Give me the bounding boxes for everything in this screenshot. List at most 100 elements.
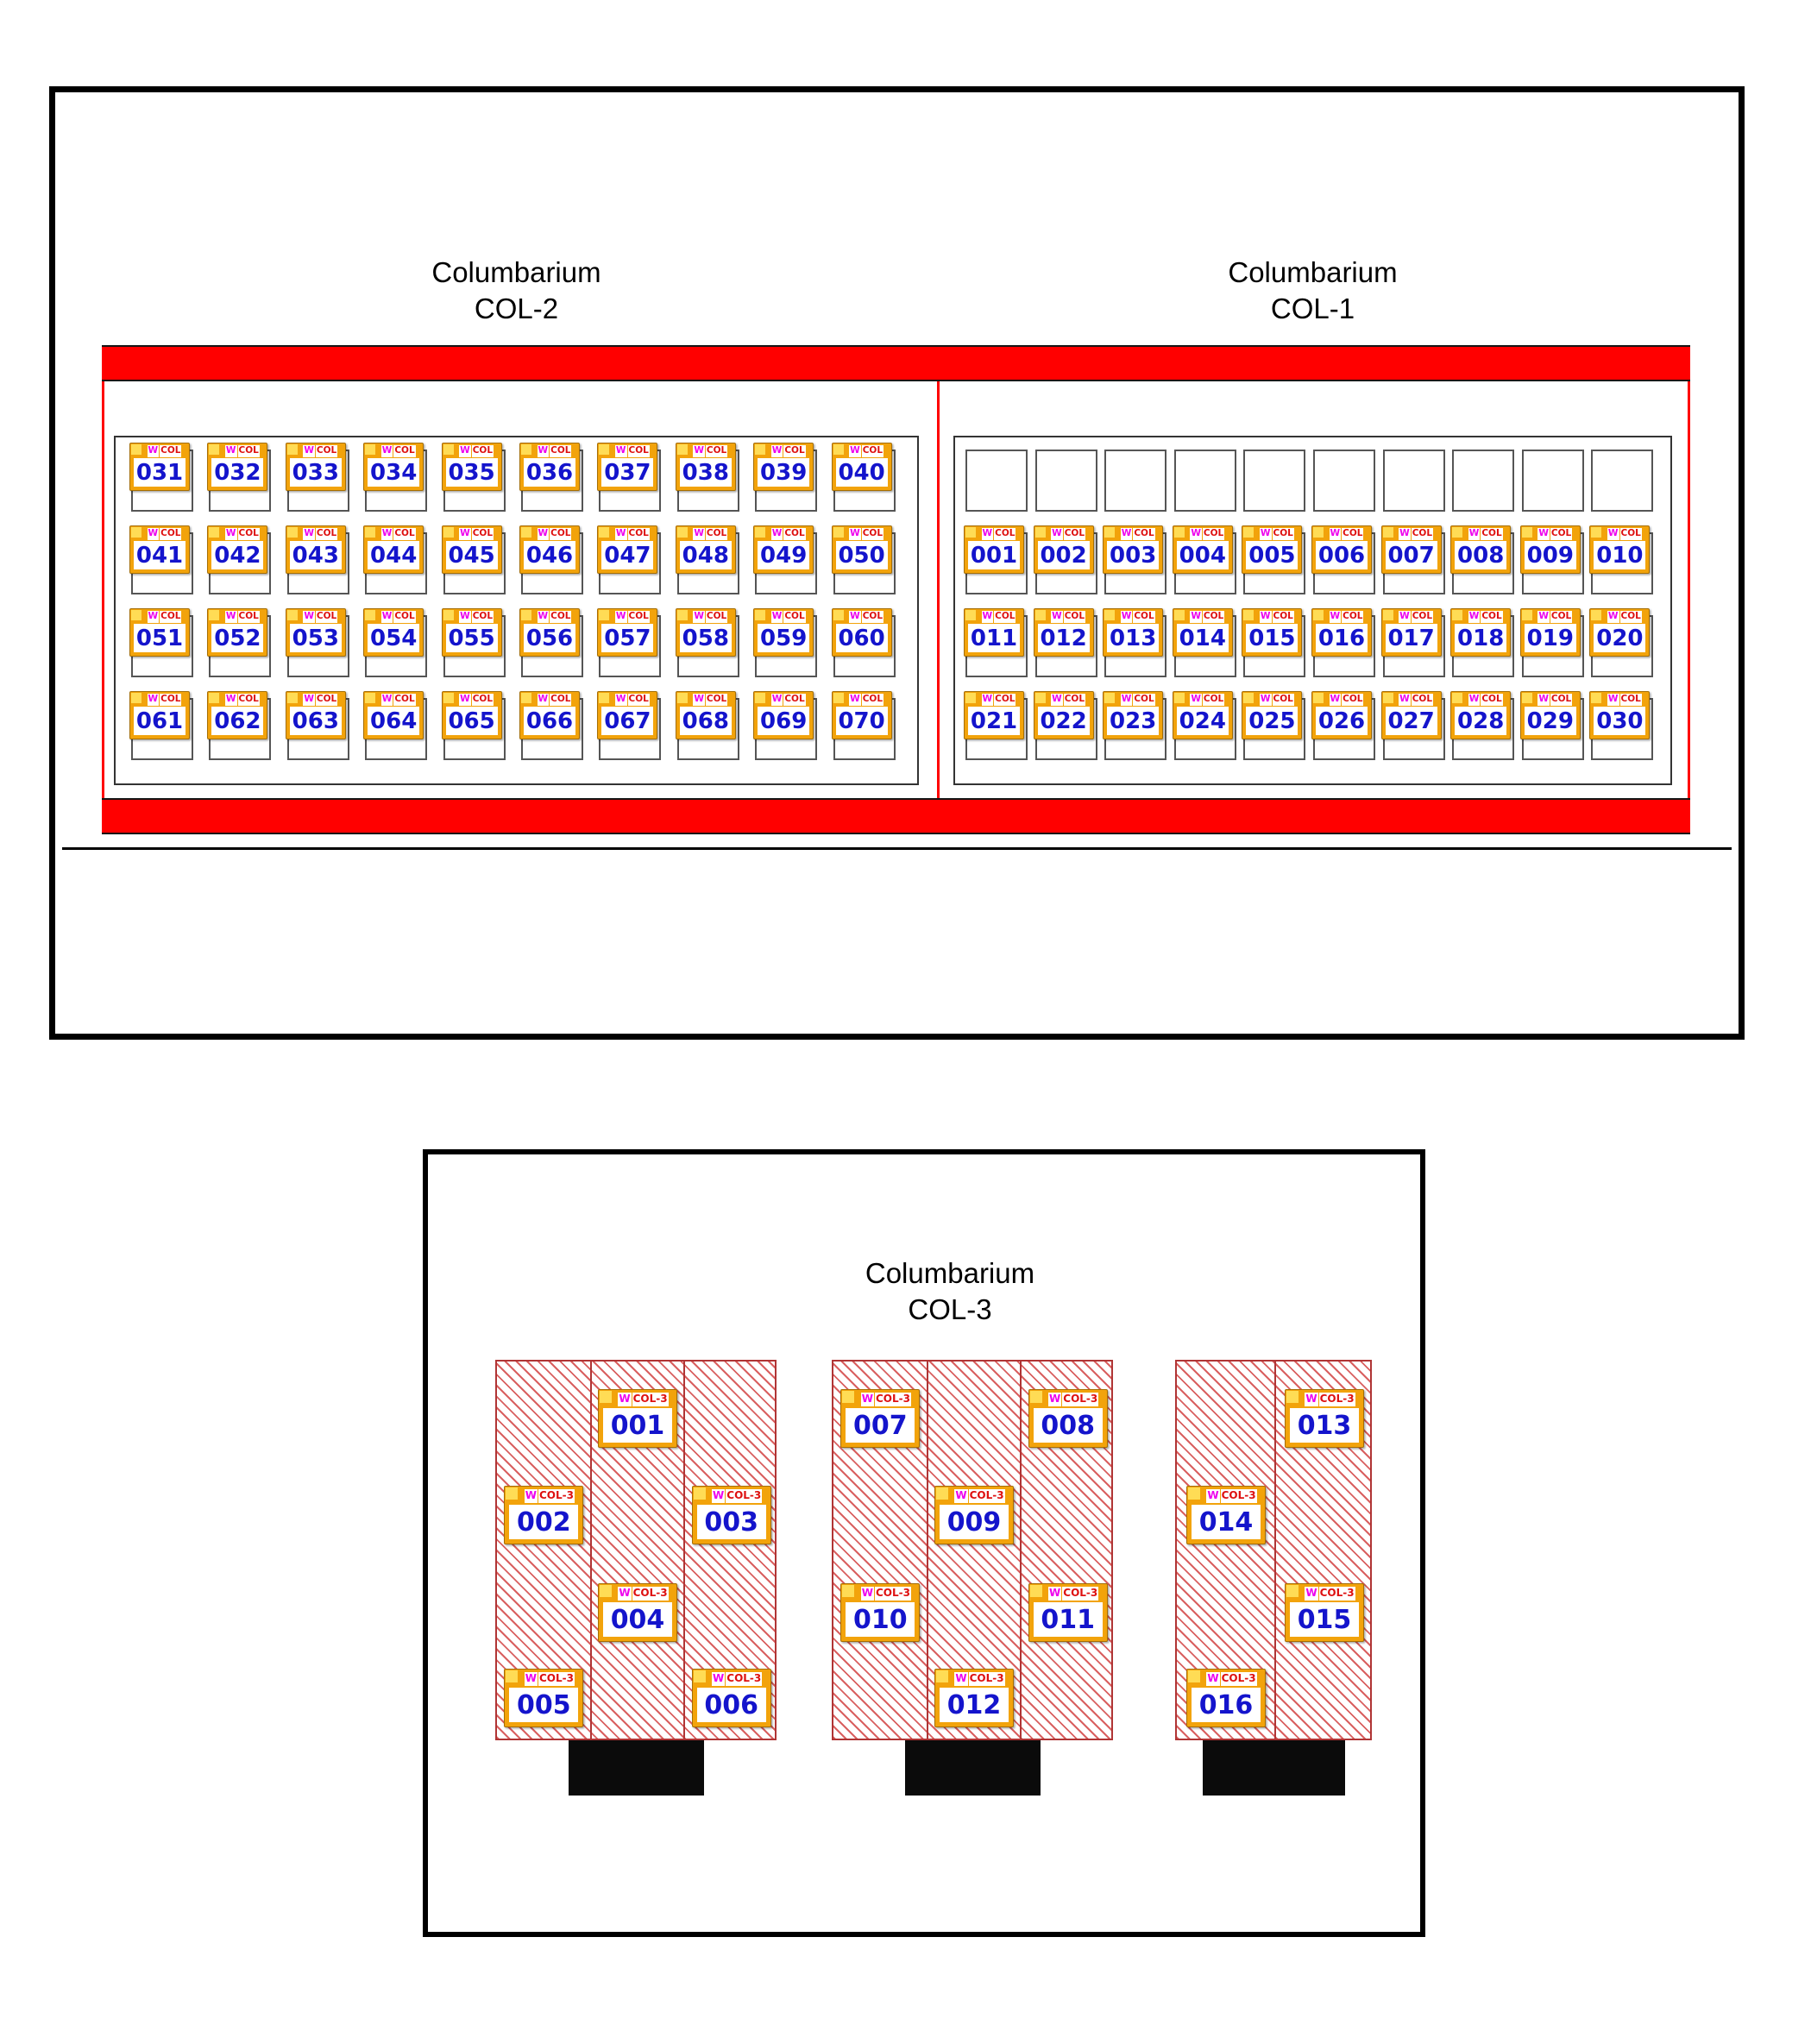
tag-code-w: W bbox=[770, 445, 783, 457]
tag-fold-icon bbox=[936, 1487, 948, 1500]
niche-number: 051 bbox=[134, 624, 186, 652]
tag-fold-icon bbox=[693, 1670, 706, 1682]
tag-code-w: W bbox=[1190, 694, 1202, 706]
niche-number: 016 bbox=[1192, 1688, 1261, 1722]
col3-title-line1: Columbarium bbox=[865, 1257, 1035, 1289]
tag-code-col: COL bbox=[627, 528, 650, 540]
tag-code-w: W bbox=[380, 528, 393, 540]
